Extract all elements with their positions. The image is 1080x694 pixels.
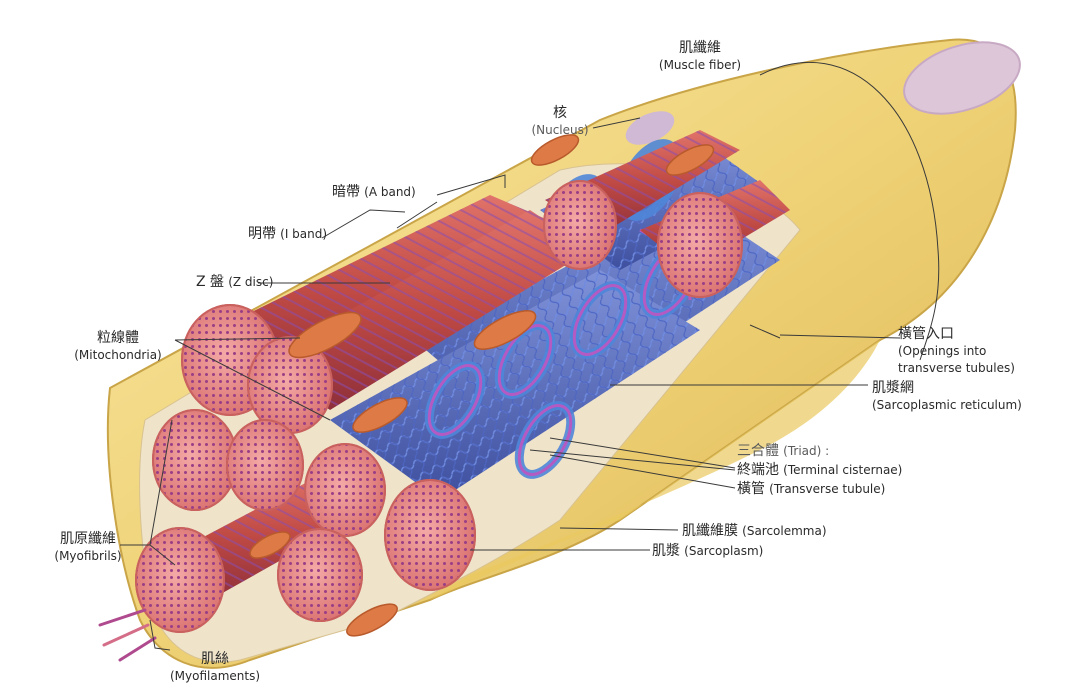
label-terminal-cisternae-en: (Terminal cisternae) — [783, 463, 903, 477]
sarcolemma-fold — [430, 340, 880, 600]
label-triad-en: (Triad) : — [783, 444, 830, 458]
label-mitochondria: 粒線體 (Mitochondria) — [58, 330, 178, 364]
label-i-band-zh: 明帶 — [248, 226, 276, 242]
label-sarcolemma-en: (Sarcolemma) — [742, 524, 827, 538]
label-t-openings-en: (Openings into — [898, 344, 987, 358]
label-sarcoplasmic-reticulum-zh: 肌漿網 — [872, 380, 914, 396]
label-z-disc: Z 盤 (Z disc) — [196, 274, 273, 291]
label-transverse-tubule-zh: 橫管 — [737, 481, 765, 497]
label-myofibrils-en: (Myofibrils) — [54, 549, 122, 563]
label-myofibrils: 肌原纖維 (Myofibrils) — [48, 531, 128, 565]
label-nucleus-en: (Nucleus) — [531, 123, 589, 137]
label-i-band-en: (I band) — [280, 227, 328, 241]
label-myofilaments: 肌絲 (Myofilaments) — [160, 651, 270, 685]
label-nucleus: 核 (Nucleus) — [520, 105, 600, 139]
myofilament-strands — [98, 608, 157, 662]
label-sarcoplasm-zh: 肌漿 — [652, 543, 680, 559]
label-sarcoplasmic-reticulum-en: (Sarcoplasmic reticulum) — [872, 398, 1022, 412]
label-sarcoplasmic-reticulum: 肌漿網 (Sarcoplasmic reticulum) — [872, 380, 1022, 414]
label-muscle-fiber-zh: 肌纖維 — [679, 40, 721, 56]
label-mitochondria-en: (Mitochondria) — [74, 348, 162, 362]
label-triad: 三合體 (Triad) : — [737, 443, 829, 460]
label-z-disc-zh: Z 盤 — [196, 274, 225, 290]
label-sarcolemma: 肌纖維膜 (Sarcolemma) — [682, 523, 827, 540]
label-transverse-tubule-en: (Transverse tubule) — [769, 482, 886, 496]
label-myofilaments-zh: 肌絲 — [201, 651, 229, 667]
label-triad-zh: 三合體 — [737, 443, 779, 459]
label-muscle-fiber-en: (Muscle fiber) — [658, 58, 742, 72]
label-transverse-tubule: 橫管 (Transverse tubule) — [737, 481, 885, 498]
label-myofilaments-en: (Myofilaments) — [169, 669, 261, 683]
label-sarcoplasm-en: (Sarcoplasm) — [684, 544, 764, 558]
label-t-openings-en-2: transverse tubules) — [898, 361, 1015, 375]
label-terminal-cisternae: 終端池 (Terminal cisternae) — [737, 462, 902, 479]
mitochondria-shapes — [249, 134, 715, 637]
label-a-band-en: (A band) — [364, 185, 416, 199]
nucleus-shape-small — [625, 111, 675, 145]
label-terminal-cisternae-zh: 終端池 — [737, 462, 779, 478]
label-nucleus-zh: 核 — [553, 105, 567, 121]
leader-lines — [120, 62, 940, 651]
label-mitochondria-zh: 粒線體 — [97, 330, 139, 346]
label-t-openings-zh: 橫管入口 — [898, 326, 954, 342]
label-t-openings: 橫管入口 (Openings into transverse tubules) — [898, 326, 1015, 377]
nucleus-shape — [903, 41, 1021, 115]
label-z-disc-en: (Z disc) — [228, 275, 274, 289]
myofibril-cut-ends — [135, 180, 743, 633]
label-a-band: 暗帶 (A band) — [332, 184, 416, 201]
label-myofibrils-zh: 肌原纖維 — [60, 531, 116, 547]
label-i-band: 明帶 (I band) — [248, 226, 327, 243]
label-a-band-zh: 暗帶 — [332, 184, 360, 200]
label-sarcolemma-zh: 肌纖維膜 — [682, 523, 738, 539]
label-muscle-fiber: 肌纖維 (Muscle fiber) — [640, 40, 760, 74]
label-sarcoplasm: 肌漿 (Sarcoplasm) — [652, 543, 763, 560]
